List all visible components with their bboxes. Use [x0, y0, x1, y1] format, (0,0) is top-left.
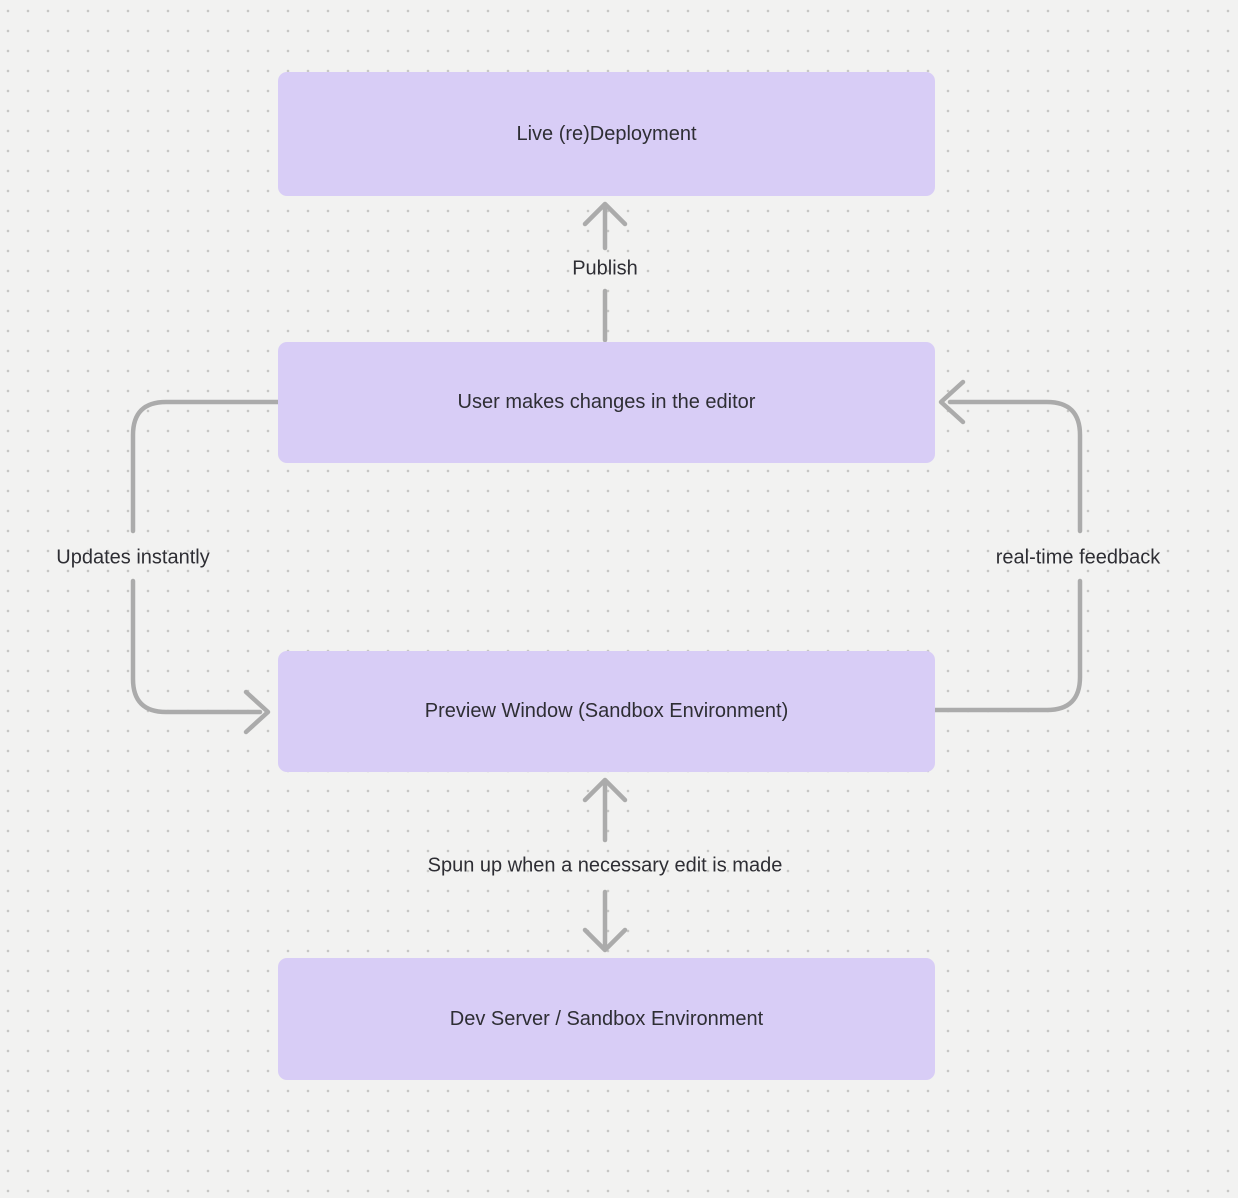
node-live-redeployment[interactable]: Live (re)Deployment	[278, 72, 935, 196]
node-dev-server-label: Dev Server / Sandbox Environment	[449, 1007, 764, 1030]
node-user-editor-label: User makes changes in the editor	[457, 391, 756, 413]
updates-arrowhead-right-icon	[243, 689, 271, 735]
publish-arrowhead-up-icon	[582, 201, 628, 227]
node-dev-server[interactable]: Dev Server / Sandbox Environment	[278, 958, 935, 1080]
edge-label-real-time-feedback: real-time feedback	[995, 546, 1161, 569]
node-user-editor[interactable]: User makes changes in the editor	[278, 342, 935, 463]
feedback-arrowhead-left-icon	[938, 379, 966, 425]
spinup-arrowhead-down-icon	[582, 927, 628, 953]
feedback-arrow-upper-segment	[947, 399, 1083, 534]
node-preview-window[interactable]: Preview Window (Sandbox Environment)	[278, 651, 935, 772]
edge-label-publish: Publish	[572, 257, 638, 280]
edge-label-updates-instantly: Updates instantly	[56, 546, 210, 569]
spinup-arrowhead-up-icon	[582, 777, 628, 803]
updates-arrow-lower-segment	[130, 578, 263, 715]
edge-label-spun-up: Spun up when a necessary edit is made	[427, 854, 783, 877]
updates-arrow-upper-segment	[130, 399, 281, 534]
node-live-redeployment-label: Live (re)Deployment	[516, 122, 697, 145]
feedback-arrow-lower-segment	[932, 578, 1083, 713]
node-preview-window-label: Preview Window (Sandbox Environment)	[424, 700, 789, 722]
